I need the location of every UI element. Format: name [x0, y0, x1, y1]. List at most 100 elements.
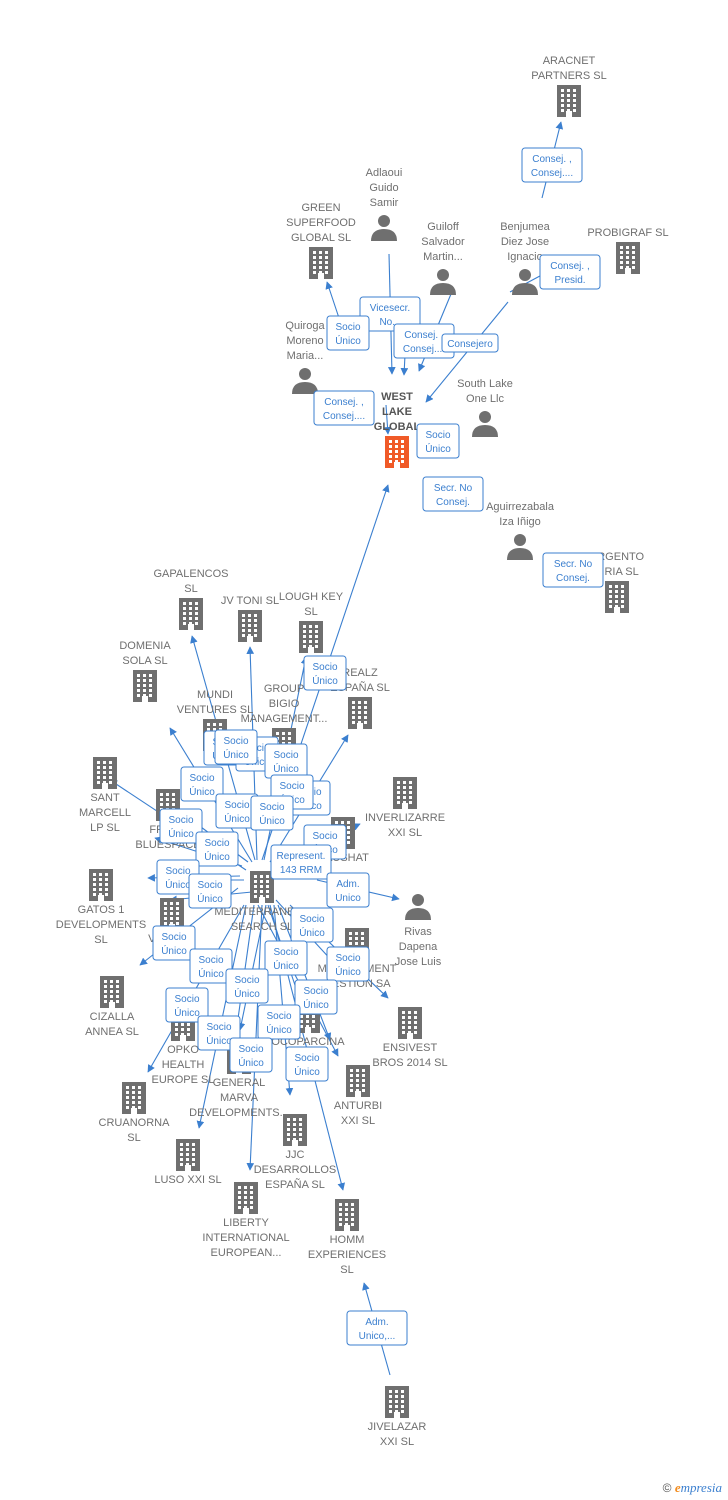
node-label-line: CIZALLA: [90, 1011, 135, 1023]
node-label-line: WEST: [381, 391, 413, 403]
node-label-line: LOUGH KEY: [279, 591, 344, 603]
node-label-line: XXI SL: [341, 1115, 375, 1127]
edge-role-text: Socio: [198, 955, 223, 966]
node-label-line: MUNDI: [197, 689, 233, 701]
person-node-quiroga[interactable]: QuirogaMorenoMaria...: [285, 320, 325, 394]
edge-role-label-5[interactable]: Consejero: [441, 333, 499, 353]
person-icon: [371, 215, 397, 241]
node-label-line: SL: [340, 1264, 353, 1276]
node-label-line: EXPERIENCES: [308, 1249, 386, 1261]
edge-role-text: Único: [189, 785, 215, 798]
company-node-liberty[interactable]: LIBERTYINTERNATIONALEUROPEAN...: [202, 1182, 290, 1259]
edge-role-label-39[interactable]: Adm.Unico,...: [346, 1310, 408, 1346]
node-label-line: Samir: [370, 197, 399, 209]
company-node-luso[interactable]: LUSO XXI SL: [154, 1139, 222, 1186]
node-label-line: INTERNATIONAL: [202, 1232, 289, 1244]
building-icon: [93, 757, 117, 789]
node-label-line: MEDITERRANEAN: [214, 906, 309, 918]
node-label-line: GLOBAL SL: [291, 232, 351, 244]
node-label-line: JIVELAZAR: [368, 1421, 427, 1433]
node-label-line: Aguirrezabala: [486, 501, 555, 513]
node-label-line: Benjumea: [500, 221, 550, 233]
edge-role-text: Único: [168, 827, 194, 840]
building-icon: [393, 777, 417, 809]
edge-role-text: Socio: [189, 773, 214, 784]
edge-role-label-25[interactable]: Adm.Unico: [326, 872, 370, 908]
node-label-line: GREEN: [301, 202, 340, 214]
edge-role-label-6[interactable]: Consej. ,Consej....: [313, 390, 375, 426]
edge-role-text: Consej.: [436, 497, 470, 508]
node-label-line: HEALTH: [162, 1059, 205, 1071]
edge-role-text: Único: [224, 812, 250, 825]
edge-role-text: Consej....: [323, 411, 365, 422]
edge-role-text: Consej.: [556, 573, 590, 584]
node-label-line: LAKE: [382, 406, 412, 418]
person-node-guiloff[interactable]: GuiloffSalvadorMartin...: [421, 221, 465, 295]
building-icon: [557, 85, 581, 117]
node-label-line: EUROPE SL: [152, 1074, 215, 1086]
node-label-line: INVERLIZARRE: [365, 812, 445, 824]
building-icon: [348, 697, 372, 729]
building-icon: [133, 670, 157, 702]
building-icon: [234, 1182, 258, 1214]
company-node-argento[interactable]: ARGENTO...RIA SL: [590, 551, 645, 613]
edge-role-text: Consej....: [403, 344, 445, 355]
edge-role-label-1[interactable]: Consej. ,Presid.: [539, 254, 601, 290]
company-node-probigraf[interactable]: PROBIGRAF SL: [587, 227, 669, 274]
building-icon: [346, 1065, 370, 1097]
node-label-line: Martin...: [423, 251, 463, 263]
node-label-line: GENERAL: [213, 1077, 266, 1089]
edge-role-label-2[interactable]: Vicesecr.No...: [359, 296, 421, 332]
company-node-jvtoni[interactable]: JV TONI SL: [221, 595, 279, 642]
empresia-logo[interactable]: empresia: [674, 1480, 722, 1495]
edge-role-label-24[interactable]: Represent.143 RRM: [270, 844, 332, 880]
edge-role-label-0[interactable]: Consej. ,Consej....: [521, 147, 583, 183]
